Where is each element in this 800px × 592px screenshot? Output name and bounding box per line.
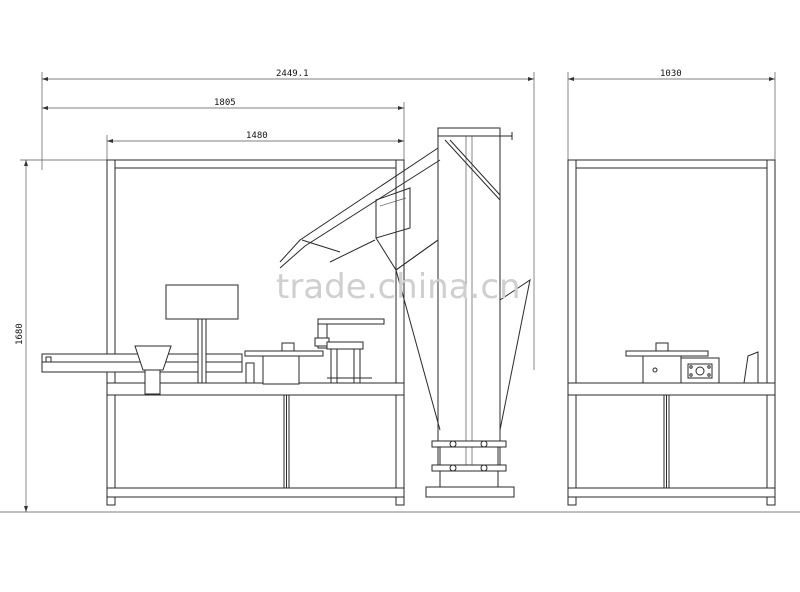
side-view-mechanism bbox=[625, 342, 759, 384]
dimension-lines bbox=[0, 72, 800, 513]
front-view-frame bbox=[106, 159, 405, 506]
dim-label-height: 1680 bbox=[15, 323, 25, 345]
dimension-labels: 2449.1 1805 1480 1680 1030 bbox=[15, 69, 682, 345]
dim-label-side-width: 1030 bbox=[660, 69, 682, 79]
watermark-text: trade.china.cn bbox=[276, 267, 521, 307]
bucket-elevator bbox=[395, 127, 531, 498]
side-view-frame bbox=[567, 159, 776, 506]
dim-label-overall-width: 2449.1 bbox=[276, 69, 309, 79]
dim-label-frame-inner-width: 1480 bbox=[246, 131, 268, 141]
dim-label-frame-outer-width: 1805 bbox=[214, 98, 236, 108]
